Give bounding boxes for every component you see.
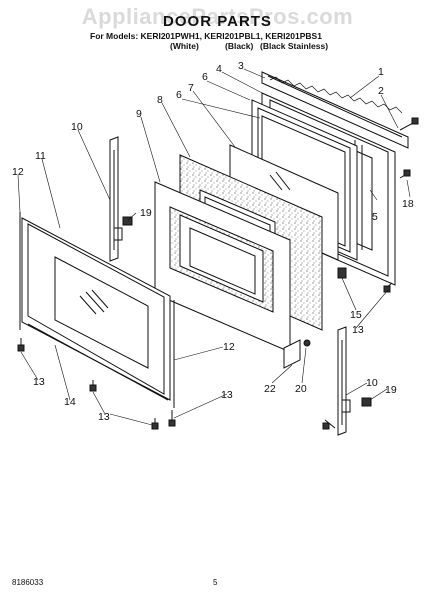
screw-18 xyxy=(399,169,411,179)
footer-page-number: 5 xyxy=(213,578,218,587)
callout-5: 5 xyxy=(372,211,378,223)
callout-3: 3 xyxy=(238,60,244,72)
callout-6b: 6 xyxy=(176,89,182,101)
door-vent-trim xyxy=(261,71,409,149)
callout-19-left: 19 xyxy=(140,207,152,219)
door-bracket xyxy=(283,339,311,369)
clip-15 xyxy=(337,267,347,279)
bottom-trim xyxy=(27,323,169,401)
callout-10-right: 10 xyxy=(366,377,378,389)
callout-13-bottom: 13 xyxy=(98,411,110,423)
hinge-clip-left xyxy=(122,216,133,226)
callout-12-right: 12 xyxy=(223,341,235,353)
callout-6a: 6 xyxy=(202,71,208,83)
watermark: AppliancePartsPros.com xyxy=(81,4,354,29)
outer-door-panel xyxy=(21,217,171,401)
hinge-right xyxy=(337,326,351,436)
screw-13-bottom-c xyxy=(168,410,176,427)
color-label-white: (White) xyxy=(170,41,199,51)
door-frame xyxy=(154,181,291,353)
screw-13-left xyxy=(17,338,25,352)
callout-18: 18 xyxy=(402,198,414,210)
callout-19-right: 19 xyxy=(385,384,397,396)
callout-9: 9 xyxy=(136,108,142,120)
callout-20: 20 xyxy=(295,383,307,395)
callout-14: 14 xyxy=(64,396,76,408)
callout-22: 22 xyxy=(264,383,276,395)
screw-13-bottom-a xyxy=(89,380,97,392)
screw-2 xyxy=(399,117,419,131)
hinge-clip-right xyxy=(361,397,372,407)
callout-7: 7 xyxy=(188,82,194,94)
models-line: For Models: KERI201PWH1, KERI201PBL1, KE… xyxy=(90,31,322,41)
callout-11: 11 xyxy=(35,150,46,162)
screw-13-bottom-b xyxy=(151,418,159,430)
hinge-left xyxy=(109,136,123,262)
callout-13-mid: 13 xyxy=(221,389,233,401)
callout-13-right: 13 xyxy=(352,324,364,336)
screw-20 xyxy=(322,419,336,430)
color-label-black-stainless: (Black Stainless) xyxy=(260,41,329,51)
page-title: DOOR PARTS xyxy=(163,13,272,30)
color-label-black: (Black) xyxy=(225,41,254,51)
callout-13-left: 13 xyxy=(33,376,45,388)
callout-10-left: 10 xyxy=(71,121,83,133)
callout-8: 8 xyxy=(157,94,163,106)
callout-12-left: 12 xyxy=(12,166,24,178)
callout-2: 2 xyxy=(378,85,384,97)
footer-part-number: 8186033 xyxy=(12,578,44,587)
callout-4: 4 xyxy=(216,63,222,75)
screw-13-right xyxy=(383,282,393,293)
callout-15: 15 xyxy=(350,309,362,321)
callout-1: 1 xyxy=(378,66,384,78)
